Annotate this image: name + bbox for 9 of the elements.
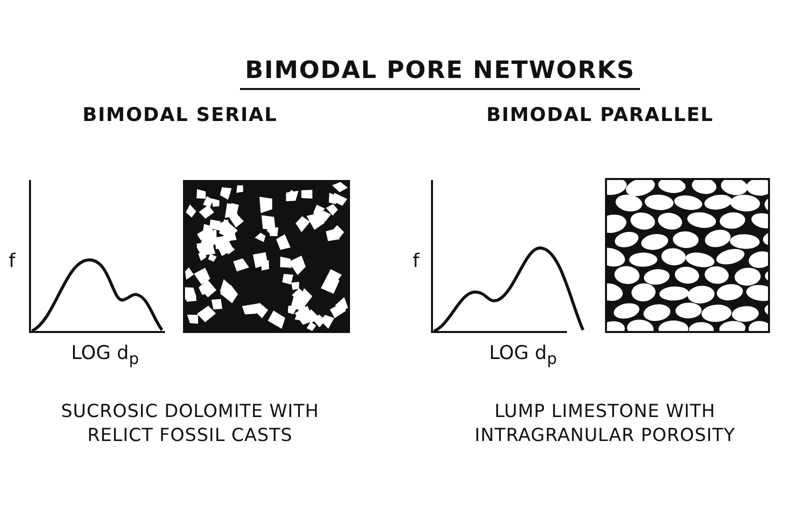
axis-label: f — [8, 250, 17, 272]
axis-label: f — [412, 250, 421, 272]
panel-heading: BIMODAL PARALLEL — [485, 104, 715, 126]
figure-caption: SUCROSIC DOLOMITE WITH RELICT FOSSIL CASTS — [60, 400, 320, 448]
figure-caption: LUMP LIMESTONE WITH INTRAGRANULAR POROSITY — [474, 400, 736, 448]
axis-label: LOG d$_{p}$ — [488, 342, 558, 368]
axis-label: LOG d$_{p}$ — [70, 342, 140, 368]
panel-heading: BIMODAL SERIAL — [82, 104, 278, 126]
diagram-title: BIMODAL PORE NETWORKS — [240, 56, 640, 90]
